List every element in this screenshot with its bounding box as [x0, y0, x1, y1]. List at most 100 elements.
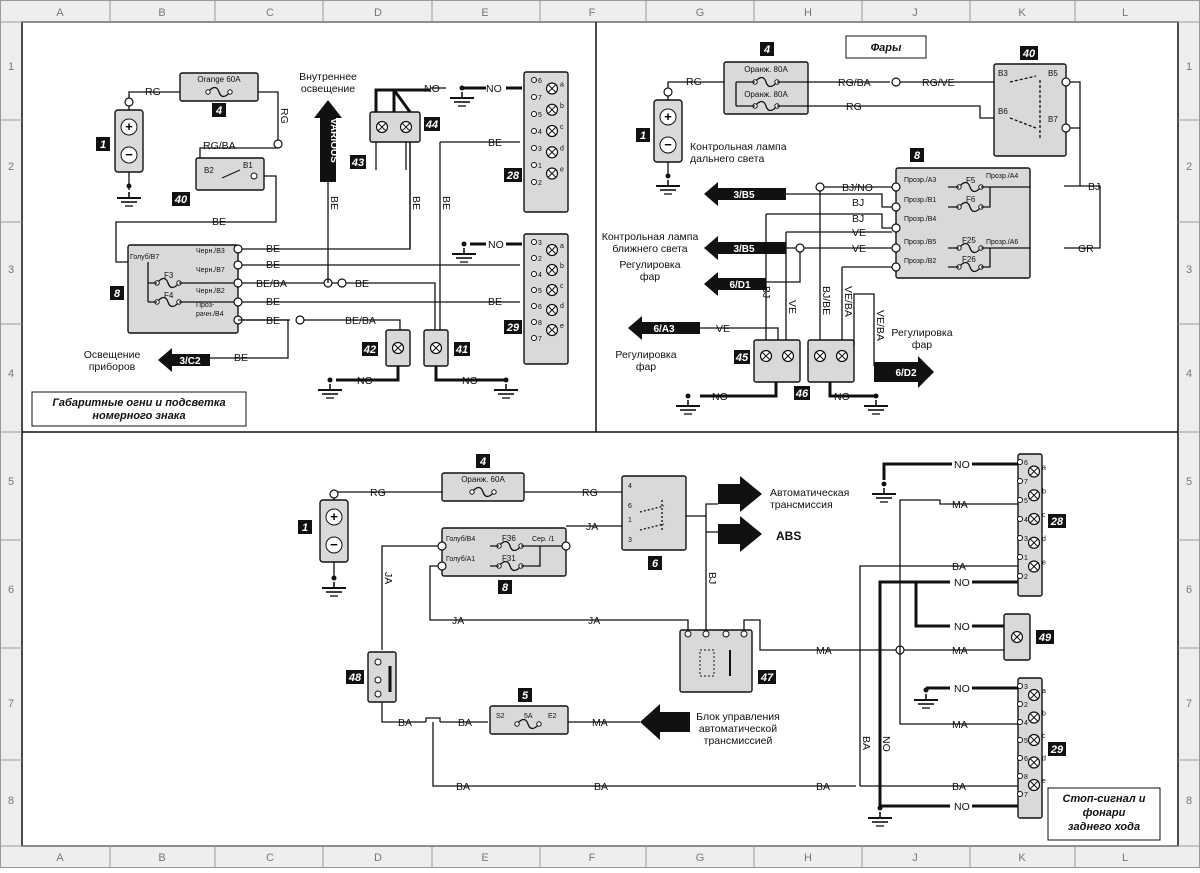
fuse-f26: F26 [962, 255, 976, 264]
bulb-icon [1027, 778, 1041, 792]
wire-ja-3-b: JA [452, 615, 464, 627]
low-beam-l2: ближнего света [612, 243, 687, 255]
arrow-various [314, 100, 342, 182]
bulb-icon [545, 146, 559, 159]
arrow-atu [640, 704, 690, 740]
wire-no-3-b: NO [954, 621, 970, 633]
fuse-box-4-tr [723, 61, 809, 115]
wire-be-8-tl: BE [234, 352, 248, 364]
wire-be-1-tl: BE [212, 216, 226, 228]
cluster-terminal [1017, 573, 1023, 579]
svg-text:−: − [664, 137, 672, 152]
pin-6-3: 3 [628, 537, 632, 544]
cluster-terminal [1017, 535, 1023, 541]
wire-no-4-tl: NO [462, 375, 478, 387]
cluster-pin-p6: 6 [1024, 460, 1028, 467]
cluster-pin-p7: 7 [538, 95, 542, 102]
wire-ba-4-b: BA [594, 781, 608, 793]
interior-light-l1: Внутреннее [299, 71, 357, 83]
fuse-block-8-tr [895, 167, 1031, 279]
row-5: 5 [8, 476, 14, 488]
cluster-pin-p3: 3 [1024, 536, 1028, 543]
fuse-block-8-b [441, 527, 567, 577]
bulb-icon [1027, 536, 1041, 549]
relay-47 [679, 629, 753, 693]
label-c8-tr: 8 [914, 150, 921, 162]
cluster-pin-p6: 6 [538, 304, 542, 311]
wire-ve-3-tr: VE [852, 243, 866, 255]
wire-ma-2-b: MA [816, 645, 832, 657]
cluster-pin-p3: 3 [538, 146, 542, 153]
col-c-bottom: C [266, 852, 274, 864]
bulb-icon [813, 349, 827, 363]
fb-prozr-l2: рачн./B4 [196, 311, 224, 318]
relay-b7: B7 [1048, 115, 1058, 124]
cluster-pin-p2: 2 [1024, 702, 1028, 709]
cluster-pin-p4: 4 [538, 272, 542, 279]
bulb-icon [781, 349, 795, 363]
cluster-terminal [1017, 554, 1023, 560]
fb-a1-b: Голуб/A1 [446, 555, 475, 563]
cluster-lamp-pa: a [1042, 688, 1046, 695]
wire-ma-5-b: MA [952, 499, 968, 511]
bulb-icon [429, 341, 443, 355]
title-b-l3: заднего хода [1068, 821, 1140, 833]
label-c28-b: 28 [1050, 516, 1064, 528]
auto-trans-l1: Автоматическая [770, 487, 849, 499]
cluster-terminal [1017, 791, 1023, 797]
bulb-icon [1027, 512, 1041, 526]
fuse-label-tl: Orange 60A [197, 75, 241, 84]
fuse-f36: F36 [502, 534, 516, 543]
label-c1-b: 1 [302, 522, 308, 534]
cluster-terminal [531, 94, 537, 100]
cluster-pin-p1: 1 [1024, 555, 1028, 562]
svg-text:+: + [664, 109, 672, 124]
label-c4-b: 4 [479, 456, 486, 468]
cluster-terminal [531, 111, 537, 117]
wire-bj-b: BJ [706, 572, 718, 584]
label-c1-tr: 1 [640, 130, 646, 142]
relay-40-tr [993, 63, 1067, 157]
wire-beba-2-tl: BE/BA [345, 315, 376, 327]
col-h: H [804, 7, 812, 19]
row-7: 7 [8, 698, 14, 710]
title-box-tr [845, 35, 927, 59]
label-c40-tr: 40 [1022, 48, 1036, 60]
label-c41: 41 [455, 344, 468, 356]
col-d: D [374, 7, 382, 19]
bulb-icon [545, 323, 559, 337]
fb-a3: Прозр./A3 [904, 177, 936, 184]
row-8-right: 8 [1186, 795, 1192, 807]
cluster-terminal [1017, 516, 1023, 522]
label-c5: 5 [522, 690, 529, 702]
wire-rgve-tr: RG/VE [922, 77, 955, 89]
wire-no-4-b: NO [954, 801, 970, 813]
cluster-lamp-pc: c [560, 283, 564, 290]
wire-ba-6-b: BA [860, 736, 872, 750]
bulb-icon [1027, 560, 1041, 573]
title-b-l2: фонари [1083, 807, 1126, 819]
cluster-pin-p7: 7 [538, 336, 542, 343]
label-c1: 1 [100, 139, 106, 151]
label-c47: 47 [760, 672, 774, 684]
wire-ma-4-b: MA [952, 719, 968, 731]
fuse5-s2: S2 [496, 713, 505, 720]
cluster-pin-p5: 5 [538, 112, 542, 119]
fuse-label-b: Оранж. 60A [461, 475, 505, 484]
svg-text:+: + [125, 119, 133, 134]
bulb-icon [545, 243, 559, 257]
tail-lamp-28-tl [523, 71, 569, 213]
high-beam-l2: дальнего света [690, 153, 764, 165]
wire-rgba-tr: RG/BA [838, 77, 871, 89]
panel-stop-lights: + − 1 RG 4 Оранж. 60A RG 4 6 1 3 6 JA Ав… [298, 453, 1161, 841]
fb-a6: Прозр./A6 [986, 239, 1018, 246]
wire-bj-2-tr: BJ [852, 213, 864, 225]
cluster-terminal [531, 179, 537, 185]
ref-6d1: 6/D1 [729, 280, 751, 291]
cluster-pin-p5: 5 [1024, 498, 1028, 505]
wire-no-2-tl: NO [486, 83, 502, 95]
cluster-pin-p2: 2 [1024, 574, 1028, 581]
cluster-terminal [531, 287, 537, 293]
wire-rg-tr: RG [686, 76, 702, 88]
